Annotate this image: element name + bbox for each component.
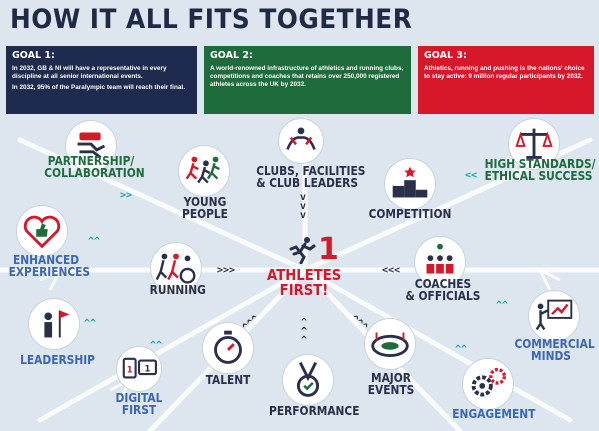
coaches-arrow: <<<: [382, 265, 401, 276]
commercial-label: COMMERCIAL MINDS: [514, 336, 595, 363]
engagement-circle: [462, 358, 514, 410]
clubs-label-line1: CLUBS, FACILITIES: [256, 163, 366, 178]
medal-icon: [296, 362, 320, 397]
athlete-icon: [289, 237, 316, 264]
leadership-label: LEADERSHIP: [20, 352, 95, 367]
coaches-label-line2: & OFFICIALS: [405, 288, 481, 303]
competition-circle: [384, 158, 436, 210]
commercial-circle: [528, 290, 580, 342]
commercial-arrow: ^^: [496, 300, 509, 311]
high-standards-label-line1: HIGH STANDARDS/: [484, 156, 596, 171]
major-events-label-line2: EVENTS: [367, 382, 415, 397]
enhanced-arrow: ^^: [88, 236, 101, 247]
competition-label: COMPETITION: [368, 206, 452, 221]
hands-icon: [286, 127, 316, 150]
scales-icon: [515, 128, 553, 159]
partnership-arrow: >>: [120, 190, 133, 201]
coaches-label-line1: COACHES: [414, 276, 472, 291]
clubs-circle: [278, 118, 324, 164]
digital-circle: 1 1: [116, 346, 162, 392]
presentation-icon: [535, 299, 573, 331]
runners-icon: [185, 156, 220, 184]
stopwatch-icon: [214, 330, 242, 364]
partnership-label-line2: COLLABORATION: [44, 165, 145, 180]
handshake-icon: [77, 132, 106, 159]
clubs-label-line2: & CLUB LEADERS: [256, 175, 358, 190]
center-label-line1: ATHLETES: [267, 266, 342, 284]
coaches-circle: [414, 236, 466, 288]
leadership-arrow: ^^: [84, 318, 97, 329]
goal-1-heading: GOAL 1:: [12, 50, 55, 61]
major-events-circle: [364, 318, 416, 370]
running-arrow: >>>: [217, 265, 236, 276]
major-events-label-line1: MAJOR: [371, 370, 411, 385]
heart-thumb-icon: [23, 215, 61, 249]
partnership-label-line1: PARTNERSHIP/: [47, 153, 135, 168]
digital-label-line1: DIGITAL: [115, 390, 163, 405]
high-standards-arrow: <<: [465, 170, 478, 181]
enhanced-label-line2: EXPERIENCES: [8, 264, 91, 279]
high-standards-circle: [508, 118, 560, 170]
goal-2-heading: GOAL 2:: [210, 50, 253, 61]
goal-2-box: GOAL 2: A world-renowned infrastructure …: [204, 46, 411, 114]
enhanced-circle: [16, 205, 68, 257]
page-title: HOW IT ALL FITS TOGETHER: [10, 4, 413, 35]
goal-1-box: GOAL 1: In 2032, GB & NI will have a rep…: [6, 46, 197, 114]
svg-text:1: 1: [127, 364, 133, 374]
young-people-circle: [178, 145, 230, 197]
goal-3-box: GOAL 3: Athletics, running and pushing i…: [418, 46, 594, 114]
young-people-label-line2: PEOPLE: [182, 206, 228, 221]
performance-label: PERFORMANCE: [269, 403, 360, 418]
coaches-label: COACHES & OFFICIALS: [405, 276, 482, 303]
goal-2-text: A world-renowned infrastructure of athle…: [210, 64, 404, 89]
partnership-label: PARTNERSHIP/ COLLABORATION: [44, 153, 145, 180]
center-number: 1: [318, 232, 339, 267]
center-label-line2: FIRST!: [279, 281, 329, 299]
flag-person-icon: [44, 310, 70, 338]
commercial-label-line2: MINDS: [531, 348, 571, 363]
leadership-circle: [28, 298, 80, 350]
partnership-circle: [65, 120, 117, 172]
performance-arrow: ^^^: [301, 317, 308, 346]
gears-icon: [471, 367, 507, 397]
goal-3-text: Athletics, running and pushing is the na…: [424, 64, 585, 80]
svg-text:1: 1: [145, 364, 151, 374]
digital-label: DIGITAL FIRST: [113, 390, 166, 417]
commercial-label-line1: COMMERCIAL: [514, 336, 595, 351]
digital-label-line2: FIRST: [121, 402, 157, 417]
performance-circle: [282, 354, 334, 406]
talent-circle: [202, 322, 254, 374]
stadium-icon: [371, 332, 409, 357]
wheelchair-runner-icon: [155, 253, 196, 284]
high-standards-label-line2: ETHICAL SUCCESS: [484, 168, 593, 183]
goal-1-text-1: In 2032, GB & NI will have a representat…: [12, 64, 167, 80]
podium-icon: [392, 166, 428, 198]
enhanced-label: ENHANCED EXPERIENCES: [8, 252, 91, 279]
goal-3-heading: GOAL 3:: [424, 50, 467, 61]
talent-label: TALENT: [205, 372, 251, 387]
running-label: RUNNING: [149, 282, 206, 297]
young-people-label: YOUNG PEOPLE: [175, 194, 235, 221]
major-events-label: MAJOR EVENTS: [361, 370, 421, 397]
enhanced-label-line1: ENHANCED: [12, 252, 80, 267]
young-people-label-line1: YOUNG: [183, 194, 227, 209]
engagement-label: ENGAGEMENT: [452, 406, 536, 421]
digital-arrow: ^^: [150, 340, 163, 351]
clubs-label: CLUBS, FACILITIES & CLUB LEADERS: [256, 163, 366, 190]
high-standards-label: HIGH STANDARDS/ ETHICAL SUCCESS: [484, 156, 596, 183]
goal-1-text-2: In 2032, 95% of the Paralympic team will…: [12, 84, 185, 92]
devices-icon: 1 1: [122, 357, 157, 379]
running-circle: [150, 242, 202, 294]
center-label: ATHLETES FIRST!: [267, 268, 341, 298]
engagement-arrow: ^^: [455, 344, 468, 355]
coach-icon: [426, 243, 454, 274]
